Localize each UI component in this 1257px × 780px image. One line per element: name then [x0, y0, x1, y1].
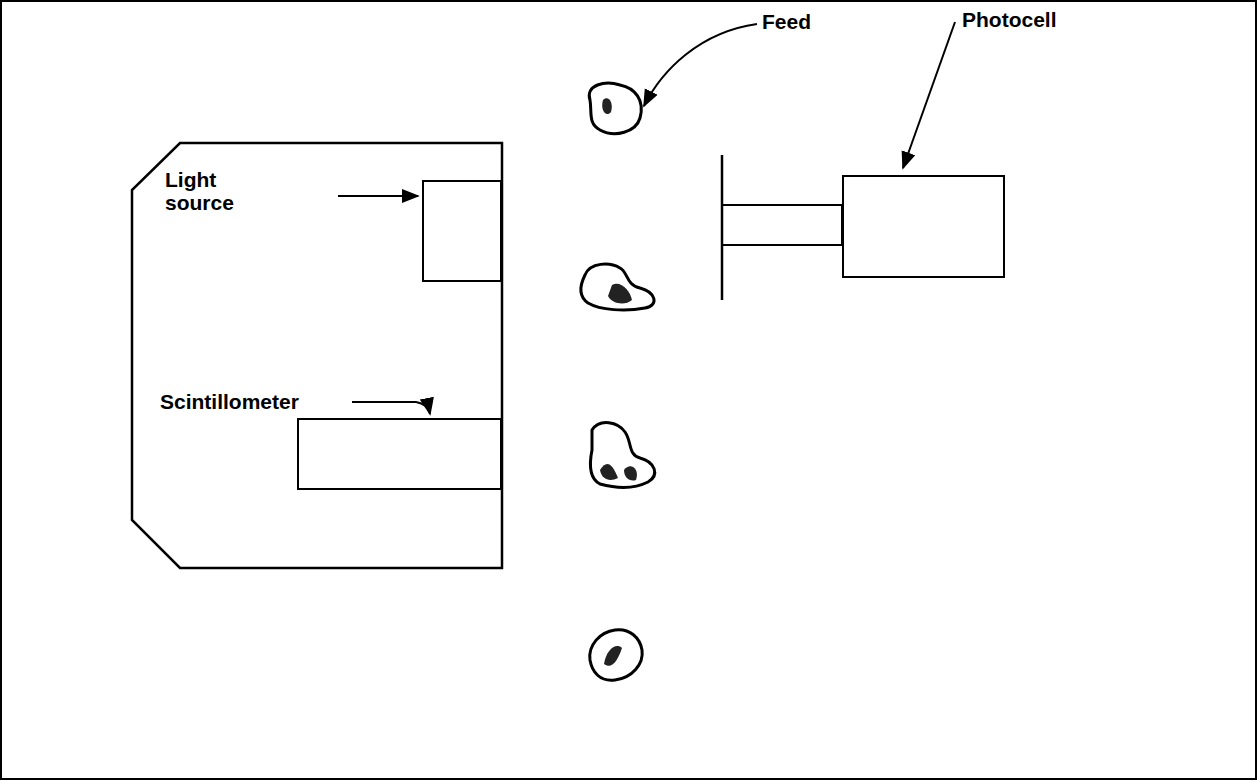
- rock-shading: [600, 98, 637, 665]
- part-label: Scintillometer: [160, 390, 299, 413]
- feed-rocks: [581, 83, 655, 680]
- part-label: Photocell: [962, 8, 1057, 31]
- scintillometer-box: Scintillometer: [297, 418, 502, 490]
- photocell-box: Photocell: [842, 175, 1005, 278]
- photocell-tube: [722, 205, 842, 245]
- part-label: Light source: [165, 168, 275, 214]
- part-label: Feed: [762, 10, 811, 33]
- light-source-box: Light source: [422, 180, 502, 282]
- housing: [132, 143, 502, 568]
